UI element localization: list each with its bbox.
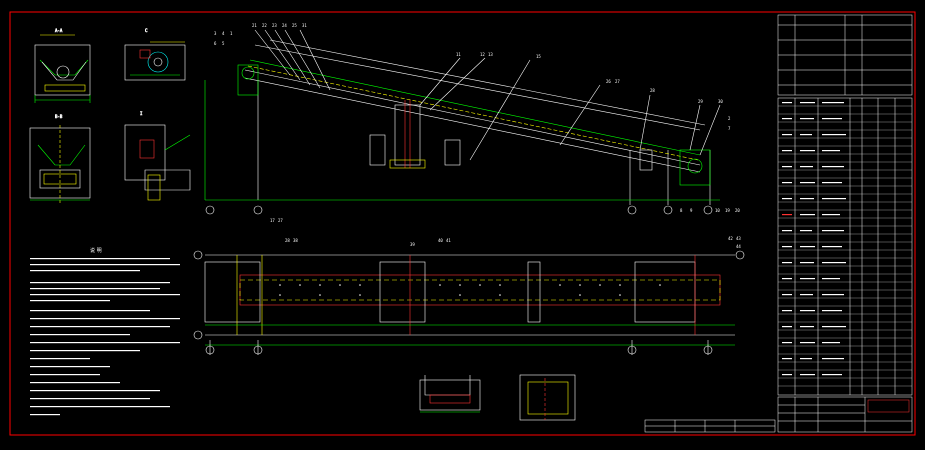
section-title-aa: A-A [55, 28, 63, 33]
elevation-callouts: 21 22 23 24 25 31 11 12 13 15 26 27 28 2… [214, 23, 740, 213]
svg-text:4: 4 [222, 31, 225, 36]
section-view-aa[interactable]: A-A [34, 28, 91, 103]
svg-text:20: 20 [735, 208, 740, 213]
section-view-bb[interactable]: B-B [29, 114, 91, 205]
svg-text:43: 43 [736, 236, 741, 241]
svg-text:24: 24 [282, 23, 287, 28]
conveyor-elevation[interactable] [204, 29, 721, 205]
svg-text:6: 6 [214, 41, 217, 46]
svg-text:40: 40 [438, 238, 443, 243]
notes-title: 说 明 [90, 247, 102, 254]
svg-text:21: 21 [252, 23, 257, 28]
svg-text:31: 31 [302, 23, 307, 28]
svg-text:9: 9 [690, 208, 693, 213]
detail-view-top[interactable]: C [124, 28, 186, 81]
svg-text:29: 29 [698, 99, 703, 104]
section-title-bb: B-B [55, 114, 63, 119]
svg-text:15: 15 [536, 54, 541, 59]
detail-title-c: C [145, 28, 148, 33]
outer-frame [9, 11, 916, 436]
title-block[interactable] [777, 396, 913, 433]
svg-text:28: 28 [285, 238, 290, 243]
svg-text:22: 22 [262, 23, 267, 28]
svg-text:2: 2 [728, 116, 731, 121]
svg-text:27: 27 [615, 79, 620, 84]
svg-text:23: 23 [272, 23, 277, 28]
svg-text:10: 10 [715, 208, 720, 213]
svg-text:7: 7 [728, 126, 731, 131]
svg-text:30: 30 [718, 99, 723, 104]
svg-text:41: 41 [446, 238, 451, 243]
svg-text:17: 17 [270, 218, 275, 223]
parts-table-text-marks [782, 102, 846, 376]
svg-text:5: 5 [222, 41, 225, 46]
parts-table[interactable] [777, 14, 913, 396]
svg-text:11: 11 [456, 52, 461, 57]
svg-text:39: 39 [410, 242, 415, 247]
grid-bubbles-elevation [205, 205, 713, 215]
parts-table-rows [778, 105, 912, 387]
svg-text:28: 28 [650, 88, 655, 93]
svg-text:27: 27 [278, 218, 283, 223]
plan-callouts: 17 27 28 38 39 40 41 42 43 44 [270, 218, 741, 249]
svg-text:42: 42 [728, 236, 733, 241]
svg-text:1: 1 [230, 31, 233, 36]
detail-bottom-b[interactable] [519, 374, 576, 421]
svg-text:19: 19 [725, 208, 730, 213]
svg-text:44: 44 [736, 244, 741, 249]
detail-view-i[interactable]: I [124, 111, 191, 201]
detail-title-i: I [140, 111, 143, 116]
svg-text:12: 12 [480, 52, 485, 57]
svg-text:8: 8 [680, 208, 683, 213]
svg-text:3: 3 [214, 31, 217, 36]
grid-bubbles-plan [193, 250, 745, 355]
conveyor-plan[interactable] [204, 254, 735, 355]
svg-text:13: 13 [488, 52, 493, 57]
plan-roller-dots [279, 284, 661, 296]
svg-text:25: 25 [292, 23, 297, 28]
revision-table[interactable] [644, 419, 776, 433]
svg-text:38: 38 [293, 238, 298, 243]
notes-block: 说 明 [30, 247, 180, 416]
svg-text:26: 26 [606, 79, 611, 84]
detail-bottom-a[interactable] [419, 375, 481, 413]
